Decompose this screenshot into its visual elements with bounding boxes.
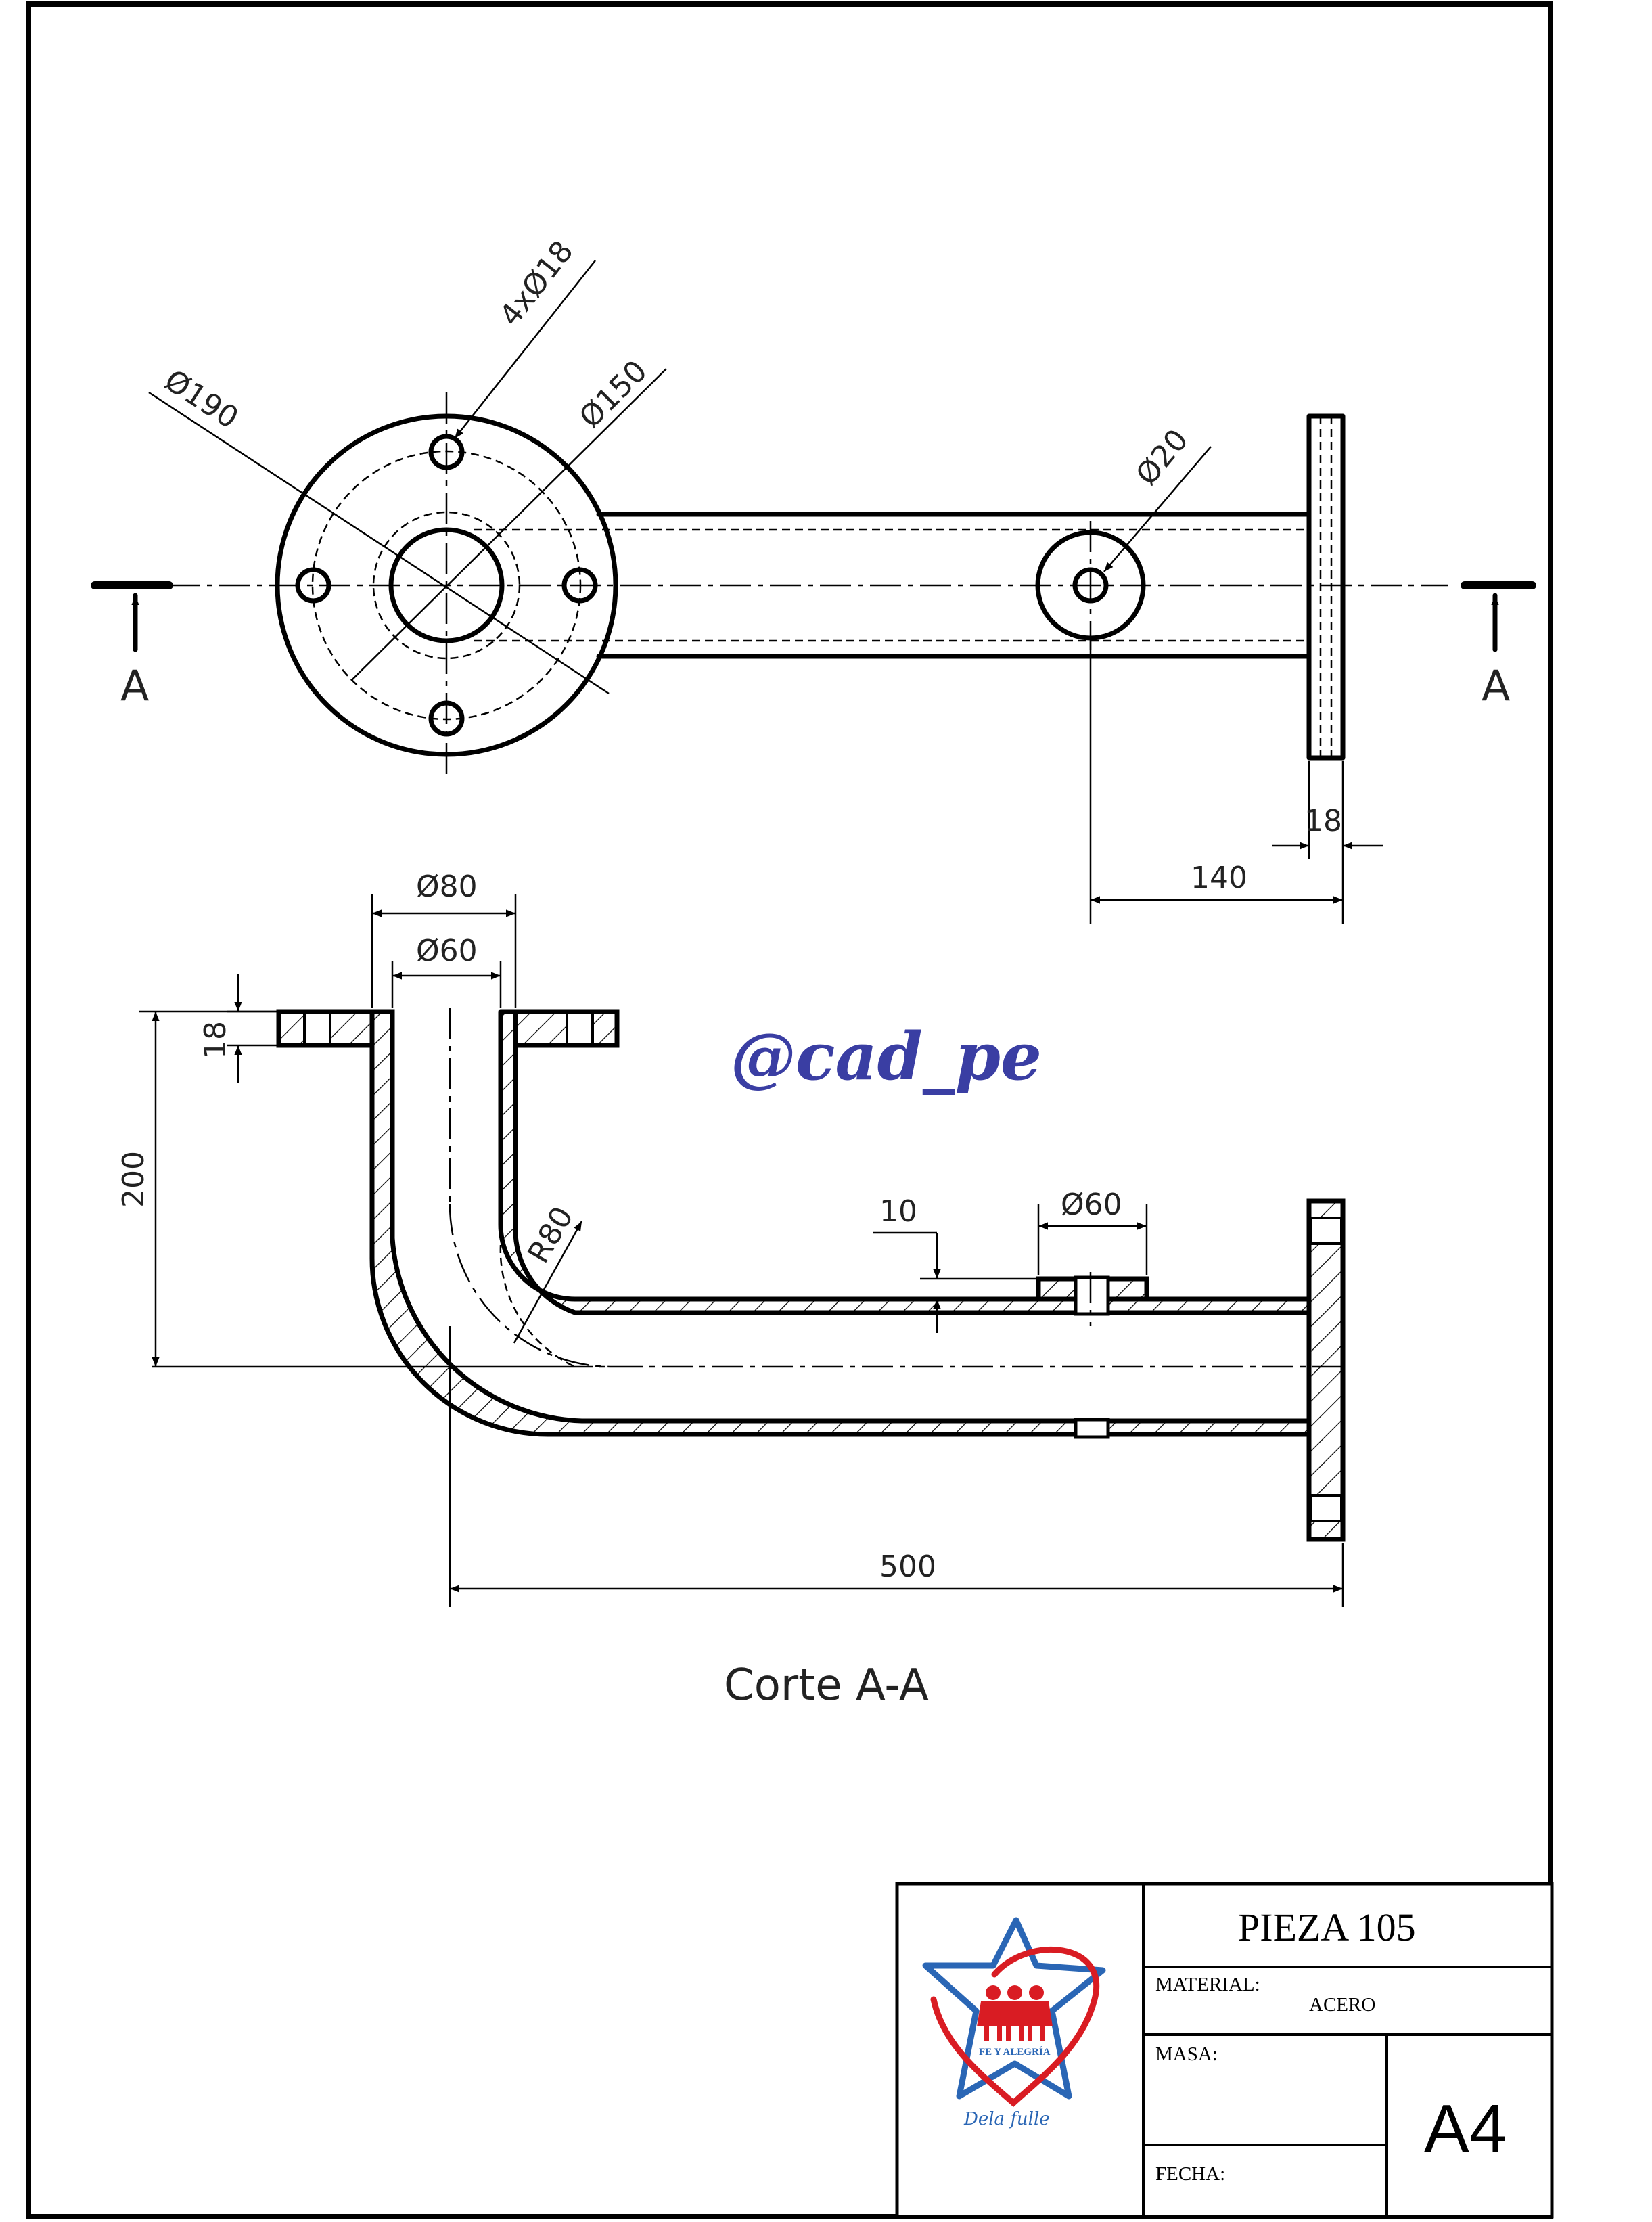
mass-label: MASA: [1155, 2043, 1218, 2065]
watermark: @cad_pe [731, 1018, 1042, 1095]
dim-d80: Ø80 [416, 869, 478, 904]
section-letter-right: A [1482, 661, 1510, 710]
dim-r80: R80 [521, 1201, 580, 1269]
dim-l500: 500 [879, 1549, 936, 1584]
date-label: FECHA: [1155, 2163, 1225, 2185]
dim-h200: 200 [116, 1151, 151, 1208]
section-view: Ø80 Ø60 18 200 R80 10 Ø60 500 [116, 869, 1346, 1710]
dim-d190: Ø190 [158, 363, 244, 435]
section-letter-left: A [120, 661, 149, 710]
dim-t18-section: 18 [198, 1021, 233, 1059]
material-label: MATERIAL: [1155, 1974, 1260, 1995]
sheet-border [26, 1, 1553, 2219]
title-block: PIEZA 105 MATERIAL: ACERO MASA: FECHA: A… [895, 1882, 1554, 2219]
material-value: ACERO [1309, 1994, 1375, 2016]
title-text: PIEZA 105 [1238, 1905, 1416, 1949]
dim-holes: 4xØ18 [492, 234, 580, 332]
school-logo: FE Y ALEGRÍA 43 Dela fulle [922, 1917, 1106, 2129]
logo-signature: Dela fulle [963, 2109, 1050, 2129]
logo-name: FE Y ALEGRÍA [979, 2046, 1051, 2058]
sheet-size: A4 [1424, 2091, 1507, 2167]
dim-d60: Ø60 [416, 934, 478, 968]
dim-d150: Ø150 [573, 354, 654, 435]
section-caption: Corte A-A [724, 1660, 929, 1710]
dim-d20: Ø20 [1129, 423, 1195, 492]
end-flange [1306, 413, 1346, 761]
logo-number: 43 [1009, 2060, 1019, 2070]
dim-l140: 140 [1191, 861, 1247, 895]
dim-w10: 10 [879, 1194, 917, 1229]
dim-d60-boss: Ø60 [1061, 1187, 1122, 1222]
dim-t18-top: 18 [1304, 804, 1342, 838]
top-view: A A Ø190 4xØ18 Ø150 Ø20 18 140 [91, 234, 1536, 924]
end-flange-section [1306, 1198, 1346, 1542]
